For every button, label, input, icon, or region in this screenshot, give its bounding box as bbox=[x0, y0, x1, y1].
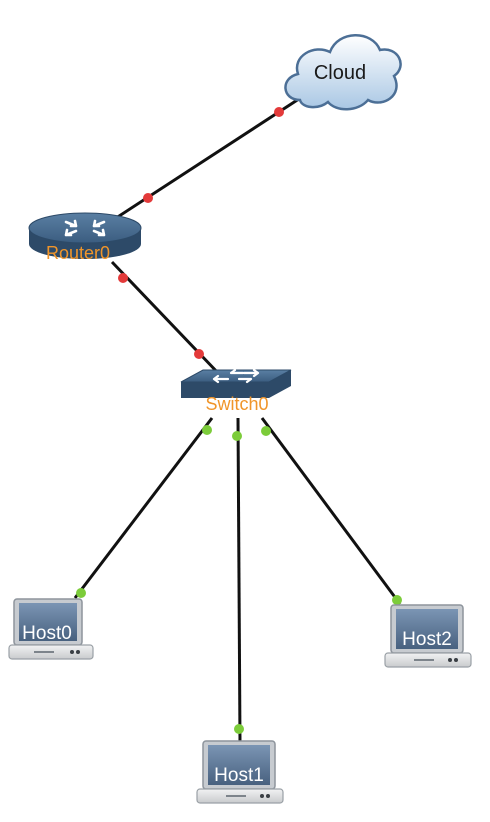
host0-label: Host0 bbox=[22, 623, 72, 644]
link-router-switch[interactable] bbox=[110, 260, 222, 377]
port-indicator-router-cloud-side bbox=[143, 193, 153, 203]
router-label: Router0 bbox=[46, 243, 110, 263]
port-indicator-switch-host0-side bbox=[202, 425, 212, 435]
laptop-icon bbox=[384, 604, 472, 668]
laptop-icon bbox=[196, 740, 284, 804]
switch-icon bbox=[180, 368, 292, 398]
link-switch-host2[interactable] bbox=[260, 417, 402, 605]
port-indicator-switch-router-side bbox=[194, 349, 204, 359]
port-indicator-cloud-side bbox=[274, 107, 284, 117]
port-indicator-host1 bbox=[234, 724, 244, 734]
port-indicator-host2 bbox=[392, 595, 402, 605]
host1-node[interactable]: Host1 bbox=[196, 740, 284, 804]
router-node[interactable]: Router0 bbox=[28, 212, 142, 263]
laptop-icon bbox=[8, 598, 94, 660]
port-indicator-switch-host1-side bbox=[232, 431, 242, 441]
switch-node[interactable]: Switch0 bbox=[180, 368, 292, 414]
link-switch-host1[interactable] bbox=[236, 417, 242, 743]
cloud-icon bbox=[284, 34, 402, 111]
host1-label: Host1 bbox=[214, 765, 264, 786]
cloud-node[interactable]: Cloud bbox=[284, 34, 402, 111]
host2-label: Host2 bbox=[402, 629, 452, 650]
host2-node[interactable]: Host2 bbox=[384, 604, 472, 668]
switch-label: Switch0 bbox=[205, 394, 268, 414]
port-indicator-host0 bbox=[76, 588, 86, 598]
port-indicator-router-switch-side bbox=[118, 273, 128, 283]
router-icon bbox=[28, 212, 142, 259]
cloud-label: Cloud bbox=[314, 62, 366, 84]
link-switch-host0[interactable] bbox=[73, 417, 214, 599]
port-indicator-switch-host2-side bbox=[261, 426, 271, 436]
host0-node[interactable]: Host0 bbox=[8, 598, 94, 660]
